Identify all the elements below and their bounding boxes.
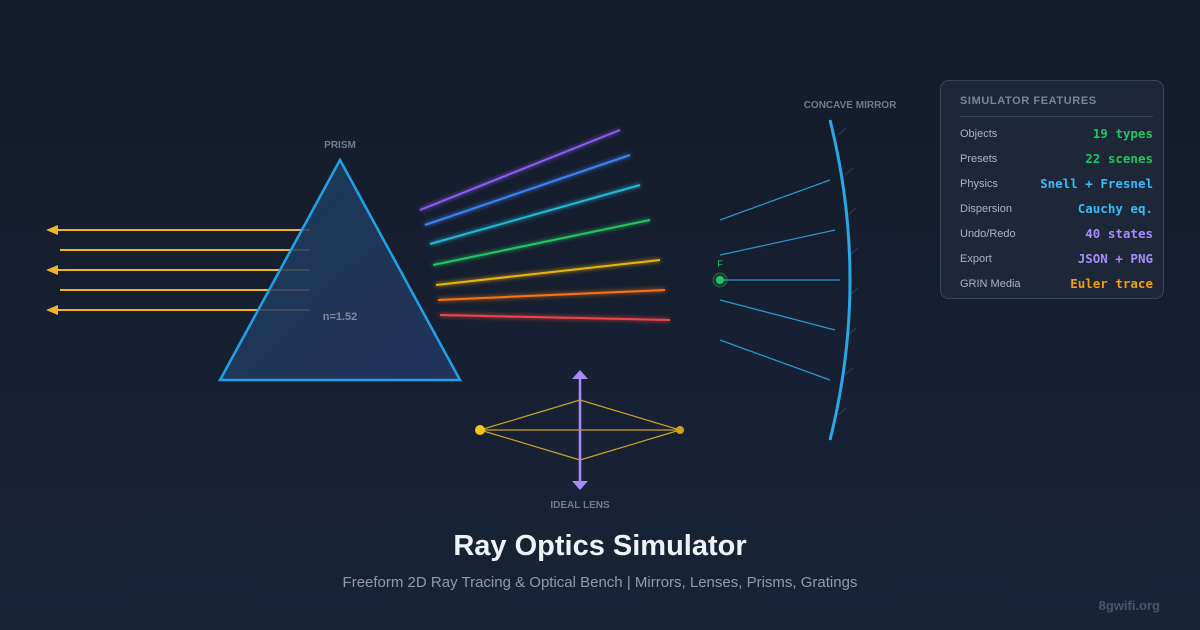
mirror-ray [719,179,831,221]
brand-link[interactable]: 8gwifi.org [1098,598,1160,613]
prism-index-label: n=1.52 [323,311,358,323]
mirror-ray [719,229,836,256]
feature-value: Cauchy eq. [1077,201,1153,216]
feature-key: Objects [960,127,998,140]
feature-row: GRIN Media Euler trace [960,271,1153,296]
spectrum-ray-orange [437,289,666,301]
lens-arrow-up-icon [572,370,588,379]
feature-row: Presets 22 scenes [960,146,1153,171]
ray-arrow-icon [46,265,58,275]
feature-value: 40 states [1085,226,1153,241]
lens-ray [579,429,681,461]
feature-key: Undo/Redo [960,227,1016,240]
panel-title: SIMULATOR FEATURES [960,95,1153,117]
feature-row: Objects 19 types [960,121,1153,146]
lens-ray [579,399,681,431]
prism-label: PRISM [324,140,356,151]
spectrum-ray-red [439,314,671,321]
focal-label: F [717,259,723,269]
page-subtitle: Freeform 2D Ray Tracing & Optical Bench … [342,574,858,591]
feature-row: Physics Snell + Fresnel [960,171,1153,196]
mirror-ray [719,339,831,381]
spectrum-ray-yellow [435,259,661,286]
focal-point[interactable] [716,276,724,284]
spectrum-ray-violet [419,129,621,211]
feature-key: Physics [960,177,998,190]
ray-arrow-icon [46,305,58,315]
feature-value: Euler trace [1070,276,1153,291]
prism-shape[interactable] [217,157,463,382]
lens-ray [479,399,581,431]
feature-key: Dispersion [960,202,1012,215]
feature-value: JSON + PNG [1077,251,1153,266]
mirror-hatching [837,127,859,416]
mirror-label: CONCAVE MIRROR [804,100,897,111]
feature-key: Presets [960,152,998,165]
feature-key: GRIN Media [960,277,1021,290]
dispersed-spectrum [419,129,671,321]
feature-row: Export JSON + PNG [960,246,1153,271]
lens-image-point [676,426,684,434]
lens-arrow-down-icon [572,481,588,490]
feature-value: 22 scenes [1085,151,1153,166]
spectrum-ray-green [432,219,651,266]
page-title: Ray Optics Simulator [453,530,747,562]
concave-mirror[interactable] [828,119,852,441]
spectrum-ray-cyan [429,184,641,245]
mirror-rays [719,179,840,381]
lens-source-point[interactable] [475,425,485,435]
ray-arrow-icon [46,225,58,235]
feature-row: Dispersion Cauchy eq. [960,196,1153,221]
lens-label: IDEAL LENS [550,500,610,511]
feature-value: 19 types [1092,126,1153,141]
feature-row: Undo/Redo 40 states [960,221,1153,246]
feature-value: Snell + Fresnel [1040,176,1153,191]
mirror-ray [719,299,836,331]
ideal-lens[interactable] [475,370,684,490]
feature-key: Export [960,252,992,265]
lens-ray [479,429,581,461]
spectrum-ray-blue [424,154,631,226]
